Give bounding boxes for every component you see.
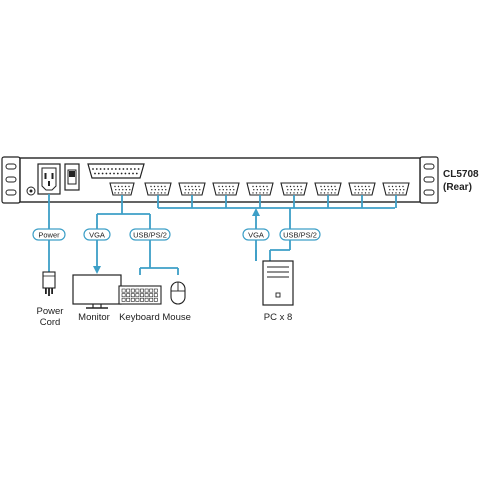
kvm-port-icon	[348, 182, 376, 196]
svg-text:Power: Power	[38, 231, 60, 240]
power-cord-label-line2: Cord	[40, 317, 61, 328]
svg-text:USB/PS/2: USB/PS/2	[283, 231, 317, 240]
svg-text:VGA: VGA	[89, 231, 105, 240]
monitor-icon	[72, 274, 122, 309]
model-view: (Rear)	[443, 182, 472, 193]
tag-power: Power	[32, 228, 66, 241]
kvm-port-icon	[314, 182, 342, 196]
keyboard-mouse-label: Keyboard Mouse	[119, 312, 191, 323]
tag-usb-console: USB/PS/2	[129, 228, 171, 241]
kvm-port-icon	[246, 182, 274, 196]
db25-port-icon	[87, 163, 145, 179]
pc-tower-icon	[262, 260, 294, 306]
right-rack-ear	[419, 156, 439, 204]
kvm-port-icon	[144, 182, 172, 196]
monitor-label: Monitor	[78, 312, 110, 323]
tag-vga-console: VGA	[83, 228, 111, 241]
tag-vga-pc: VGA	[242, 228, 270, 241]
tag-usb-pc: USB/PS/2	[279, 228, 321, 241]
ground-screw-icon	[26, 186, 36, 196]
power-plug-icon	[42, 271, 56, 296]
power-cord-label: Power	[37, 306, 64, 317]
svg-text:VGA: VGA	[248, 231, 264, 240]
kvm-port-icon	[212, 182, 240, 196]
console-port-icon	[109, 182, 135, 196]
kvm-port-icon	[280, 182, 308, 196]
power-socket-icon	[37, 163, 61, 195]
power-switch-icon	[64, 163, 80, 191]
model-name: CL5708	[443, 169, 479, 180]
kvm-port-icon	[382, 182, 410, 196]
keyboard-icon	[118, 285, 162, 305]
left-rack-ear	[1, 156, 21, 204]
kvm-ports	[144, 182, 410, 196]
mouse-icon	[170, 281, 186, 305]
kvm-port-icon	[178, 182, 206, 196]
pc-label: PC x 8	[264, 312, 293, 323]
svg-text:USB/PS/2: USB/PS/2	[133, 231, 167, 240]
